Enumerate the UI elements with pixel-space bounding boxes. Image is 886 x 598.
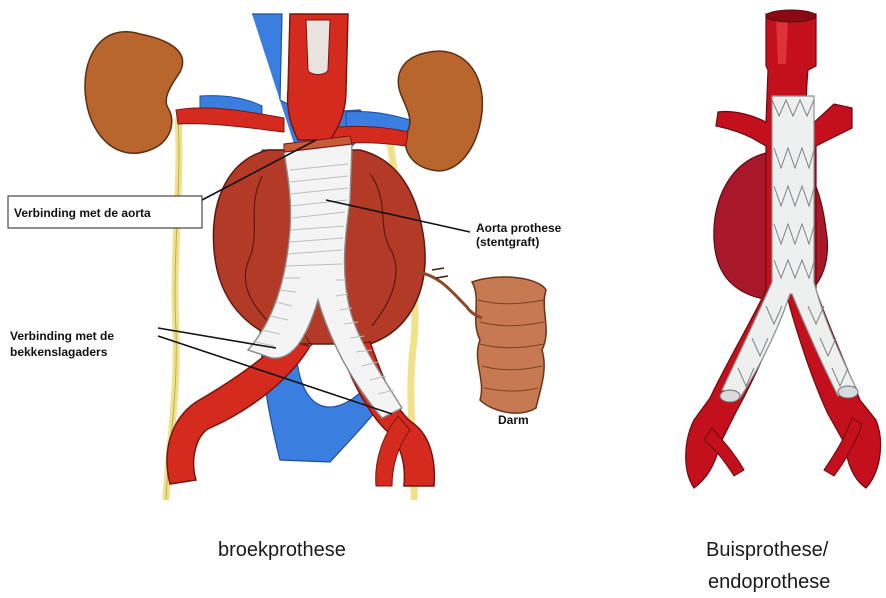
aorta-inner-lumen — [306, 20, 330, 75]
label-pelvic-connection-line1: Verbinding met de — [10, 329, 114, 343]
mesenteric-vessel — [418, 272, 482, 318]
stent-right-limb-end — [838, 386, 858, 398]
label-intestine: Darm — [498, 413, 529, 427]
right-kidney — [398, 51, 482, 171]
stent-vessel-top-opening — [766, 10, 816, 22]
left-anatomy-illustration: Verbinding met de aorta Aorta prothese (… — [8, 14, 562, 500]
caption-bifurcated-prosthesis: broekprothese — [218, 534, 346, 566]
stent-vessel-highlight — [776, 18, 788, 64]
left-kidney — [85, 32, 183, 154]
stent-left-limb-end — [720, 390, 740, 402]
right-stentgraft-illustration — [686, 10, 881, 488]
label-prosthesis-line1: Aorta prothese — [476, 221, 562, 235]
label-prosthesis-line2: (stentgraft) — [476, 235, 539, 249]
left-renal-artery — [176, 108, 284, 132]
label-pelvic-connection-line2: bekkenslagaders — [10, 345, 108, 359]
caption-tube-prosthesis-line2: endoprothese — [708, 566, 830, 598]
caption-tube-prosthesis-line1: Buisprothese/ — [706, 534, 828, 566]
label-aorta-connection: Verbinding met de aorta — [14, 206, 151, 220]
